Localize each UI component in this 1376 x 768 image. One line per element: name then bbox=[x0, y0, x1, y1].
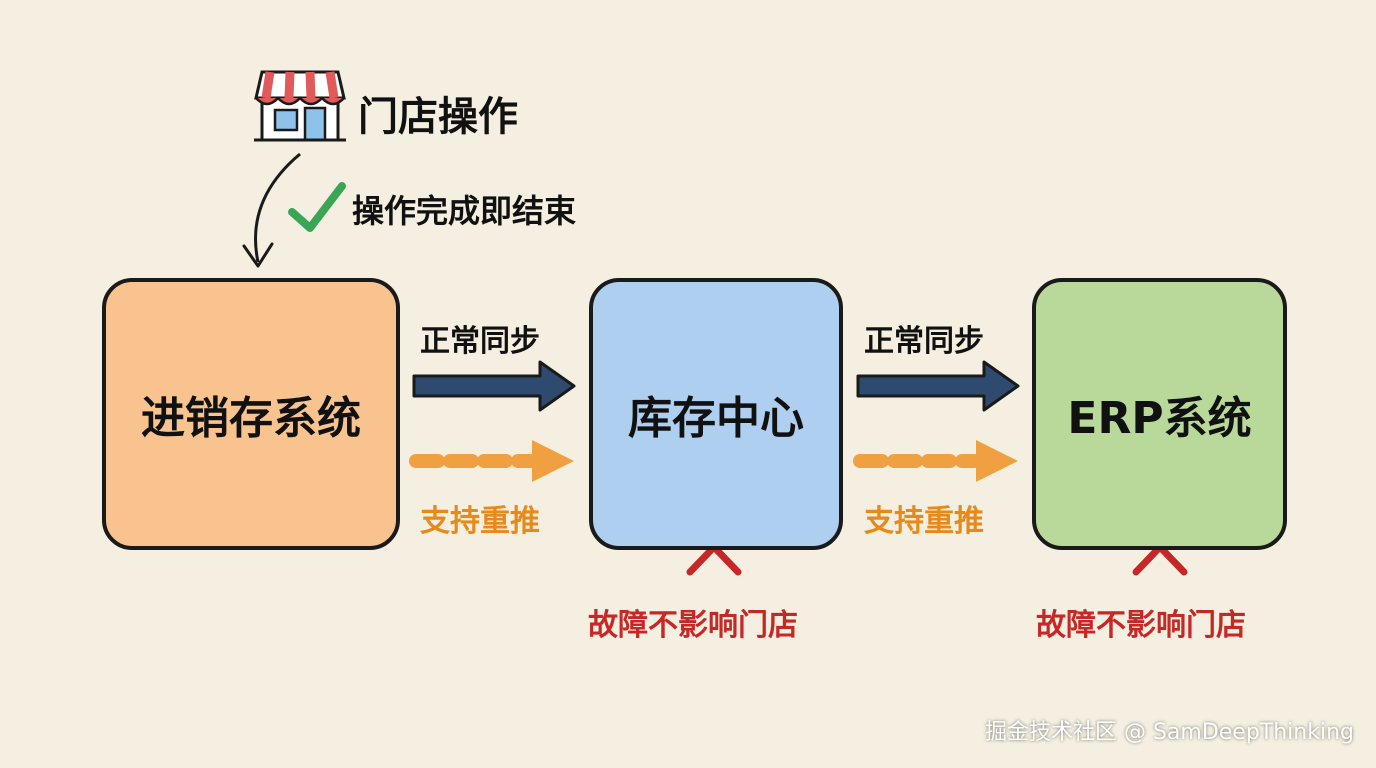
box-label: 进销存系统 bbox=[141, 393, 361, 444]
box-jxc-system: 进销存系统 bbox=[102, 278, 400, 550]
sync-label-2: 正常同步 bbox=[864, 324, 984, 359]
fault-label-1: 故障不影响门店 bbox=[588, 608, 798, 643]
done-label: 操作完成即结束 bbox=[352, 192, 577, 230]
box-label: ERP系统 bbox=[1067, 393, 1252, 444]
sync-arrow-2 bbox=[856, 360, 1020, 412]
storefront-icon bbox=[254, 70, 346, 142]
box-erp-system: ERP系统 bbox=[1032, 278, 1287, 550]
flow-arrow-curved bbox=[242, 152, 301, 268]
retry-arrow-1 bbox=[409, 440, 574, 482]
fault-label-2: 故障不影响门店 bbox=[1036, 608, 1246, 643]
box-label: 库存中心 bbox=[628, 393, 804, 444]
watermark: 掘金技术社区 @ SamDeepThinking bbox=[984, 720, 1354, 745]
retry-arrow-2 bbox=[853, 440, 1018, 482]
store-title: 门店操作 bbox=[358, 94, 518, 140]
retry-label-2: 支持重推 bbox=[864, 504, 984, 539]
checkmark-icon bbox=[288, 182, 346, 232]
sync-label-1: 正常同步 bbox=[420, 324, 540, 359]
sync-arrow-1 bbox=[412, 360, 576, 412]
retry-label-1: 支持重推 bbox=[420, 504, 540, 539]
box-inventory-center: 库存中心 bbox=[589, 278, 843, 550]
